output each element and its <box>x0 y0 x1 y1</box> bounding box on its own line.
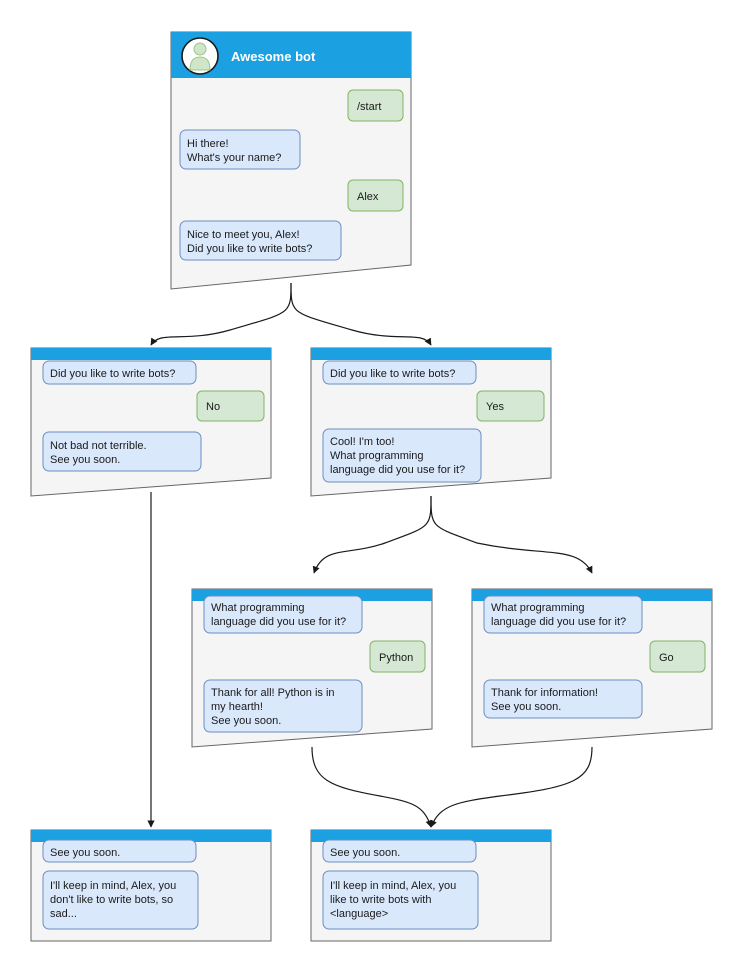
message-bubble-bot <box>179 129 301 170</box>
node-end-happy[interactable]: See you soon. I'll keep in mind, Alex, y… <box>310 829 552 942</box>
message-text: See you soon. <box>491 701 561 713</box>
message-text: Did you like to write bots? <box>330 368 455 380</box>
edge-start-to-yes <box>290 282 432 346</box>
message-text: like to write bots with <box>330 894 431 906</box>
message-text: I'll keep in mind, Alex, you <box>330 880 456 892</box>
message-text: language did you use for it? <box>211 616 346 628</box>
message-text: Did you like to write bots? <box>187 243 312 255</box>
message-text: my hearth! <box>211 701 263 713</box>
edge-start-to-no <box>150 282 292 346</box>
message-bubble-bot <box>42 870 199 930</box>
message-text: What programming <box>330 450 424 462</box>
edge-yes-to-go <box>430 495 593 574</box>
message-bubble-bot <box>203 595 363 634</box>
message-text: Did you like to write bots? <box>50 368 175 380</box>
message-text: Hi there! <box>187 138 229 150</box>
message-text: Yes <box>486 401 504 413</box>
message-text: See you soon. <box>50 847 120 859</box>
node-answer-yes-header <box>311 348 551 360</box>
edge-go-to-end-happy <box>430 746 593 828</box>
message-text: Alex <box>357 191 379 203</box>
message-bubble-user <box>196 390 265 422</box>
message-text: No <box>206 401 220 413</box>
message-text: What programming <box>491 602 585 614</box>
message-bubble-bot <box>483 679 643 719</box>
node-answer-go[interactable]: What programming language did you use fo… <box>471 588 713 748</box>
message-text: <language> <box>330 908 388 920</box>
message-text: Go <box>659 652 674 664</box>
message-text: Nice to meet you, Alex! <box>187 229 300 241</box>
edge-python-to-end-happy <box>311 746 433 828</box>
message-text: I'll keep in mind, Alex, you <box>50 880 176 892</box>
message-text: See you soon. <box>330 847 400 859</box>
message-text: See you soon. <box>211 715 281 727</box>
node-start-title: Awesome bot <box>231 49 316 64</box>
message-bubble-user <box>369 640 426 673</box>
avatar-head-icon <box>193 42 207 56</box>
message-bubble-user <box>347 89 404 122</box>
message-text: Cool! I'm too! <box>330 436 394 448</box>
message-bubble-bot <box>322 360 477 385</box>
node-answer-yes[interactable]: Did you like to write bots? Yes Cool! I'… <box>310 347 552 497</box>
message-text: /start <box>357 101 381 113</box>
message-text: What programming <box>211 602 305 614</box>
edge-yes-to-python <box>312 495 432 574</box>
node-answer-no-header <box>31 348 271 360</box>
message-text: sad... <box>50 908 77 920</box>
message-text: Not bad not terrible. <box>50 440 147 452</box>
message-text: language did you use for it? <box>330 464 465 476</box>
message-bubble-bot <box>322 870 479 930</box>
message-bubble-bot <box>42 360 197 385</box>
message-bubble-user <box>347 179 404 212</box>
message-text: language did you use for it? <box>491 616 626 628</box>
message-text: Thank for information! <box>491 687 598 699</box>
avatar-shoulders-icon <box>189 56 211 71</box>
node-end-happy-header <box>311 830 551 842</box>
message-bubble-bot <box>322 839 477 863</box>
node-answer-no[interactable]: Did you like to write bots? No Not bad n… <box>30 347 272 497</box>
node-answer-python[interactable]: What programming language did you use fo… <box>191 588 433 748</box>
edge-group <box>147 282 593 828</box>
message-bubble-bot <box>42 431 202 472</box>
message-bubble-user <box>649 640 706 673</box>
message-text: What's your name? <box>187 152 281 164</box>
node-end-sad-header <box>31 830 271 842</box>
message-bubble-user <box>476 390 545 422</box>
message-text: Thank for all! Python is in <box>211 687 335 699</box>
node-end-sad[interactable]: See you soon. I'll keep in mind, Alex, y… <box>30 829 272 942</box>
message-bubble-bot <box>322 428 482 483</box>
node-start[interactable]: Awesome bot /start Hi there! What's your… <box>170 31 412 290</box>
message-bubble-bot <box>203 679 363 733</box>
message-text: Python <box>379 652 413 664</box>
message-bubble-bot <box>179 220 342 261</box>
message-bubble-bot <box>483 595 643 634</box>
message-text: See you soon. <box>50 454 120 466</box>
message-bubble-bot <box>42 839 197 863</box>
message-text: don't like to write bots, so <box>50 894 173 906</box>
